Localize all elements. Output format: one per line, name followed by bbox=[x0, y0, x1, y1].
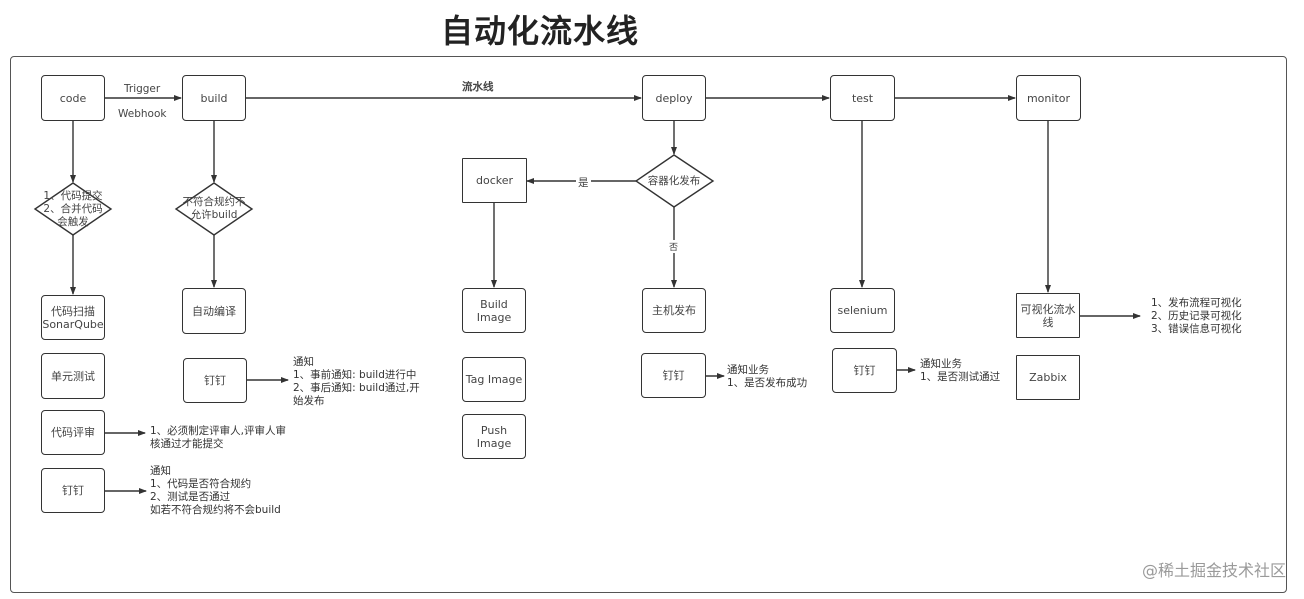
stage-code[interactable]: code bbox=[41, 75, 105, 121]
box-host-deploy[interactable]: 主机发布 bbox=[642, 288, 706, 333]
decision-diamond-build bbox=[174, 182, 254, 236]
box-tag-image[interactable]: Tag Image bbox=[462, 357, 526, 402]
edge-label-webhook: Webhook bbox=[118, 108, 167, 120]
note-code-dingtalk: 通知 1、代码是否符合规约 2、测试是否通过 如若不符合规约将不会build bbox=[150, 465, 281, 516]
box-deploy-dingtalk[interactable]: 钉钉 bbox=[641, 353, 706, 398]
diagram-title: 自动化流水线 bbox=[440, 12, 639, 50]
box-auto-compile[interactable]: 自动编译 bbox=[182, 288, 246, 334]
stage-deploy[interactable]: deploy bbox=[642, 75, 706, 121]
note-code-review: 1、必须制定评审人,评审人审 核通过才能提交 bbox=[150, 425, 287, 450]
stage-test[interactable]: test bbox=[830, 75, 895, 121]
box-visual-pipeline[interactable]: 可视化流水 线 bbox=[1016, 293, 1080, 338]
edge-label-pipeline: 流水线 bbox=[462, 81, 494, 93]
box-code-review[interactable]: 代码评审 bbox=[41, 410, 105, 455]
box-code-scan[interactable]: 代码扫描 SonarQube bbox=[41, 295, 105, 340]
box-push-image[interactable]: Push Image bbox=[462, 414, 526, 459]
edge-label-no: 否 bbox=[669, 240, 679, 253]
stage-monitor[interactable]: monitor bbox=[1016, 75, 1081, 121]
edge-label-yes: 是 bbox=[576, 175, 591, 190]
stage-build[interactable]: build bbox=[182, 75, 246, 121]
box-code-dingtalk[interactable]: 钉钉 bbox=[41, 468, 105, 513]
watermark: @稀土掘金技术社区 bbox=[1141, 561, 1286, 580]
note-test-dingtalk: 通知业务 1、是否测试通过 bbox=[920, 358, 1001, 383]
box-zabbix[interactable]: Zabbix bbox=[1016, 355, 1080, 400]
edge-label-trigger: Trigger bbox=[124, 83, 161, 95]
box-build-image[interactable]: Build Image bbox=[462, 288, 526, 333]
note-visual-pipeline: 1、发布流程可视化 2、历史记录可视化 3、错误信息可视化 bbox=[1151, 297, 1242, 335]
box-build-dingtalk[interactable]: 钉钉 bbox=[183, 358, 247, 403]
note-deploy-dingtalk: 通知业务 1、是否发布成功 bbox=[727, 364, 808, 389]
box-test-dingtalk[interactable]: 钉钉 bbox=[832, 348, 897, 393]
diagram-frame bbox=[10, 56, 1287, 593]
decision-diamond-code bbox=[33, 182, 113, 236]
decision-deploy-label: 容器化发布 bbox=[647, 174, 701, 187]
decision-code-label: 1、代码提交 2、合并代码 会触发 bbox=[43, 189, 103, 228]
box-selenium[interactable]: selenium bbox=[830, 288, 895, 333]
box-docker[interactable]: docker bbox=[462, 158, 527, 203]
box-unit-test[interactable]: 单元测试 bbox=[41, 353, 105, 399]
note-build-dingtalk: 通知 1、事前通知: build进行中 2、事后通知: build通过,开 始发… bbox=[293, 356, 420, 407]
decision-build-label: 不符合规约不 允许build bbox=[182, 196, 246, 221]
decision-diamond-deploy bbox=[634, 154, 715, 208]
